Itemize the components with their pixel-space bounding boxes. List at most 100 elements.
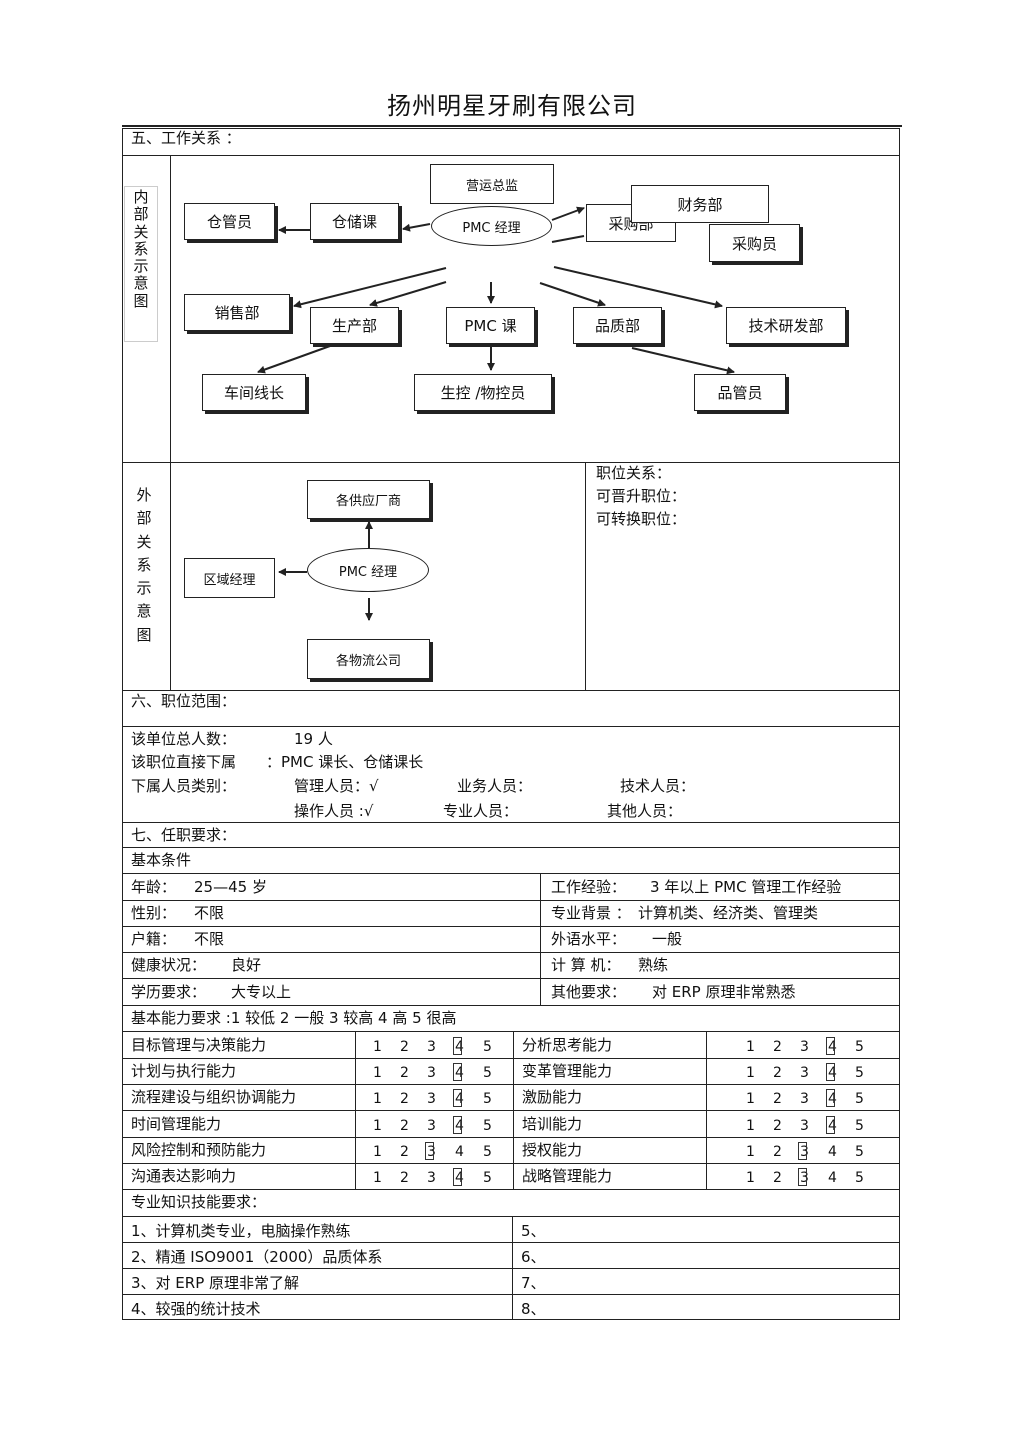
hukou-value: 不限	[194, 930, 225, 948]
scale-number: 1	[373, 1118, 382, 1134]
divider	[122, 978, 900, 979]
scale-number: 4	[455, 1091, 464, 1107]
divider	[122, 1031, 900, 1032]
scale-number: 1	[746, 1170, 755, 1186]
arrow-to-qc-staff	[631, 347, 735, 375]
divider	[122, 1216, 900, 1217]
scale-number: 4	[828, 1170, 837, 1186]
scale-number: 4	[828, 1118, 837, 1134]
label-char: 意	[133, 274, 149, 293]
selected-level-marker	[453, 1168, 462, 1186]
business-staff: 业务人员：	[457, 777, 533, 795]
selected-level-marker	[826, 1116, 835, 1134]
ability-name: 计划与执行能力	[131, 1062, 237, 1080]
scale-number: 2	[773, 1170, 782, 1186]
scale-number: 5	[483, 1039, 492, 1055]
scale-number: 2	[773, 1039, 782, 1055]
other-staff: 其他人员：	[607, 802, 683, 820]
label-char: 关	[136, 532, 152, 551]
ability-name: 目标管理与决策能力	[131, 1036, 267, 1054]
language-value: 一般	[652, 930, 683, 948]
scale-number: 4	[455, 1144, 464, 1160]
major-label: 专业背景 ：	[551, 904, 631, 922]
divider	[122, 952, 900, 953]
skill-item: 7、	[521, 1274, 546, 1292]
scale-number: 5	[855, 1065, 864, 1081]
scale-number: 5	[855, 1170, 864, 1186]
sales-dept-box: 销售部	[184, 294, 290, 331]
skills-heading: 专业知识技能要求：	[131, 1193, 267, 1211]
total-headcount-label: 该单位总人数：	[131, 730, 237, 748]
experience-value: 3 年以上 PMC 管理工作经验	[650, 878, 842, 896]
ability-name: 战略管理能力	[522, 1167, 613, 1185]
label-column-divider	[170, 155, 171, 690]
ability-name: 风险控制和预防能力	[131, 1141, 267, 1159]
professional-staff: 专业人员：	[443, 802, 519, 820]
title-rule	[122, 125, 902, 127]
selected-level-marker	[826, 1037, 835, 1055]
technical-staff: 技术人员：	[620, 777, 696, 795]
finance-dept-box: 财务部	[631, 185, 769, 223]
skill-item: 5、	[521, 1222, 546, 1240]
label-char: 图	[133, 291, 149, 310]
divider	[122, 690, 900, 691]
divider	[122, 1294, 900, 1295]
direct-reports-value: ：PMC 课长、仓储课长	[266, 753, 424, 771]
scale-number: 4	[455, 1118, 464, 1134]
selected-level-marker	[798, 1168, 807, 1186]
scale-number: 5	[483, 1170, 492, 1186]
divider	[122, 926, 900, 927]
selected-level-marker	[425, 1142, 434, 1160]
label-char: 意	[136, 602, 152, 621]
divider	[122, 847, 900, 848]
skill-item: 6、	[521, 1248, 546, 1266]
scale-number: 1	[373, 1065, 382, 1081]
ability-name: 时间管理能力	[131, 1115, 222, 1133]
hukou-label: 户籍：	[131, 930, 177, 948]
skill-item: 1、计算机类专业，电脑操作熟练	[131, 1222, 351, 1240]
scale-number: 3	[427, 1170, 436, 1186]
language-label: 外语水平：	[551, 930, 627, 948]
skill-item: 8、	[521, 1300, 546, 1318]
pmc-manager-node: PMC 经理	[431, 206, 552, 246]
scale-number: 3	[800, 1144, 809, 1160]
other-req-value: 对 ERP 原理非常熟悉	[652, 983, 796, 1001]
experience-label: 工作经验：	[551, 878, 627, 896]
scale-number: 2	[773, 1118, 782, 1134]
skill-item: 4、较强的统计技术	[131, 1300, 261, 1318]
scale-number: 4	[455, 1170, 464, 1186]
ability-name: 培训能力	[522, 1115, 583, 1133]
rd-dept-box: 技术研发部	[726, 307, 846, 344]
arrow-to-purchasing	[551, 206, 585, 221]
logistics-box: 各物流公司	[307, 639, 430, 679]
scale-number: 2	[400, 1144, 409, 1160]
scale-number: 3	[800, 1065, 809, 1081]
external-pmc-manager-node: PMC 经理	[307, 548, 429, 592]
ability-scale-header: 基本能力要求 :1 较低 2 一般 3 较高 4 高 5 很高	[131, 1009, 457, 1027]
label-char: 部	[136, 509, 152, 528]
arrow-to-sales	[293, 267, 447, 309]
selected-level-marker	[826, 1063, 835, 1081]
ability-name: 激励能力	[522, 1088, 583, 1106]
label-char: 关	[133, 222, 149, 241]
selected-level-marker	[453, 1116, 462, 1134]
scale-number: 4	[828, 1039, 837, 1055]
arrow-to-rd	[553, 266, 723, 309]
ability-name: 分析思考能力	[522, 1036, 613, 1054]
scale-number: 2	[400, 1118, 409, 1134]
scale-number: 2	[773, 1091, 782, 1107]
sec6-heading: 六、职位范围：	[131, 692, 237, 710]
scale-number: 5	[483, 1091, 492, 1107]
scale-number: 5	[483, 1065, 492, 1081]
basic-conditions-heading: 基本条件	[131, 851, 192, 869]
gender-value: 不限	[194, 904, 225, 922]
divider	[122, 822, 900, 823]
label-char: 外	[136, 486, 152, 504]
scale-number: 1	[373, 1091, 382, 1107]
warehouse-section-box: 仓储课	[310, 203, 399, 240]
scale-number: 5	[855, 1144, 864, 1160]
divider	[122, 1084, 900, 1085]
quality-dept-box: 品质部	[573, 307, 662, 344]
divider	[122, 1189, 900, 1190]
